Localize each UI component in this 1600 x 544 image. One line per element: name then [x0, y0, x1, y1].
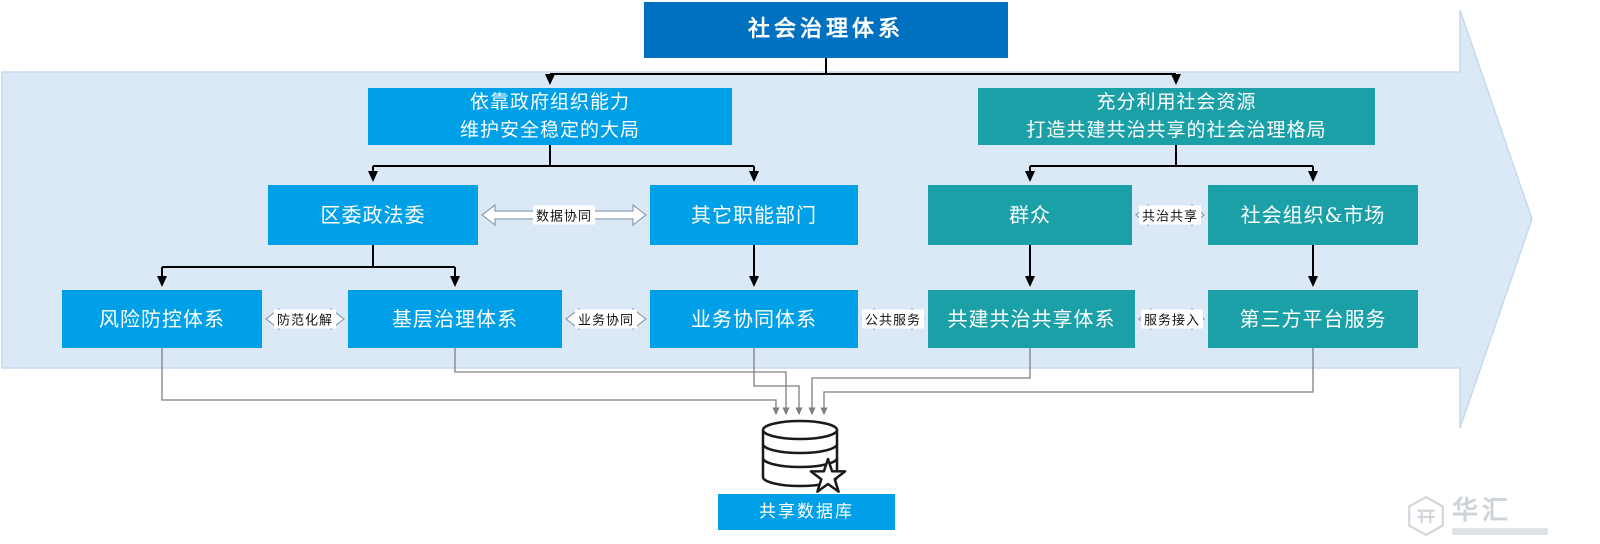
- label-business-synergy: 业务协同: [574, 309, 638, 329]
- label-co-governance-sharing: 共治共享: [1138, 205, 1202, 225]
- node-risk-prevention-system: 风险防控体系: [62, 290, 262, 348]
- node-third-party-platform-services: 第三方平台服务: [1208, 290, 1418, 348]
- watermark-brand: 华汇: [1452, 495, 1513, 526]
- database-connector-lines: [161, 348, 1314, 416]
- node-grassroots-governance-system: 基层治理体系: [348, 290, 562, 348]
- star-icon: [809, 457, 847, 493]
- node-masses: 群众: [928, 185, 1132, 245]
- label-public-service: 公共服务: [861, 309, 925, 329]
- node-other-functional-departments: 其它职能部门: [650, 185, 858, 245]
- node-social-orgs-market: 社会组织&市场: [1208, 185, 1418, 245]
- watermark-subtext: [1452, 527, 1548, 535]
- watermark: 华汇: [1408, 496, 1548, 536]
- label-data-collaboration: 数据协同: [532, 205, 596, 225]
- label-service-access: 服务接入: [1140, 309, 1204, 329]
- node-shared-database: 共享数据库: [718, 494, 895, 530]
- node-social-resources-heading: 充分利用社会资源 打造共建共治共享的社会治理格局: [978, 88, 1375, 145]
- label-risk-mitigation: 防范化解: [273, 309, 337, 329]
- node-co-governance-sharing-system: 共建共治共享体系: [928, 290, 1135, 348]
- node-business-collaboration-system: 业务协同体系: [650, 290, 858, 348]
- watermark-logo-icon: [1408, 496, 1444, 536]
- node-district-politics-law-committee: 区委政法委: [268, 185, 478, 245]
- node-government-capacity-heading: 依靠政府组织能力 维护安全稳定的大局: [368, 88, 732, 145]
- node-social-governance-system: 社会治理体系: [644, 2, 1008, 58]
- tree-connectors: [157, 58, 1318, 287]
